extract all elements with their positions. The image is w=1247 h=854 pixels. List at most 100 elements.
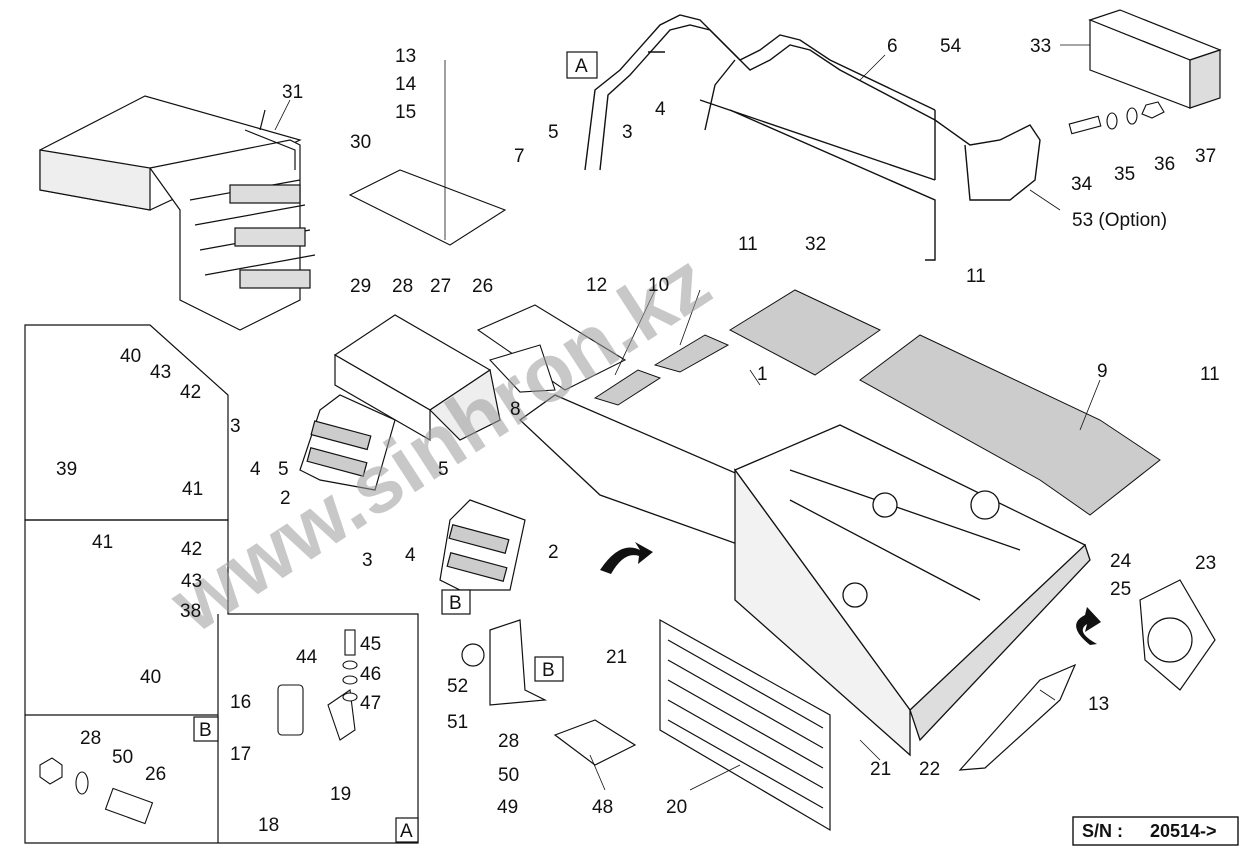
part-label: 23 (1195, 553, 1216, 574)
part-label: 47 (360, 693, 381, 714)
handrail-assembly (584, 14, 1041, 261)
part-label: 16 (230, 692, 251, 713)
detail-box-label: B (449, 593, 462, 614)
detail-box-label: B (199, 720, 212, 741)
end-panels (958, 579, 1216, 771)
detail-panels (24, 324, 419, 844)
part-label: 2 (548, 542, 559, 563)
part-label: 13 (1088, 694, 1109, 715)
part-label: 54 (940, 36, 962, 57)
detail-box-label: A (400, 821, 413, 842)
part-label: 31 (282, 82, 303, 103)
part-label: 18 (258, 815, 279, 836)
direction-arrows (600, 542, 1101, 645)
part-label: 50 (498, 765, 519, 786)
part-label: 52 (447, 676, 468, 697)
part-label: 13 (395, 46, 416, 67)
part-label: 3 (622, 122, 633, 143)
part-label: 26 (472, 276, 493, 297)
detail-box-label: B (542, 660, 555, 681)
part-label: 33 (1030, 36, 1051, 57)
part-label: 45 (360, 634, 381, 655)
grating-panels (593, 289, 1161, 516)
louver-panel (659, 618, 831, 832)
part-label: 41 (182, 479, 203, 500)
part-label: 5 (548, 122, 559, 143)
part-label: 40 (140, 667, 161, 688)
part-label: 5 (278, 459, 289, 480)
serial-number-box: S/N : 20514-> (1072, 816, 1239, 846)
part-label: 11 (966, 266, 986, 287)
part-label: 40 (120, 346, 141, 367)
main-frame (518, 394, 1091, 757)
detail-box-b-left: B (441, 589, 471, 615)
part-label: 28 (392, 276, 413, 297)
staircase-assembly (39, 95, 316, 331)
part-label: 30 (350, 132, 371, 153)
part-label: 26 (145, 764, 166, 785)
part-label: 28 (498, 731, 519, 752)
part-label: 42 (180, 382, 201, 403)
fastener-set-34-37 (1068, 101, 1165, 135)
part-label: 4 (655, 99, 666, 120)
detail-box-a-panel: A (395, 817, 419, 843)
part-label: 1 (757, 364, 768, 385)
part-label: 8 (510, 399, 521, 420)
part-label: 36 (1154, 154, 1175, 175)
part-label: 27 (430, 276, 451, 297)
part-label: 38 (180, 601, 201, 622)
part-label: 46 (360, 664, 381, 685)
leader-lines (274, 44, 1101, 791)
part-label: 37 (1195, 146, 1216, 167)
part-label: 15 (395, 102, 416, 123)
part-label: 50 (112, 747, 133, 768)
part-label: 44 (296, 647, 318, 668)
detail-box-a-top: A (566, 51, 598, 79)
detail-b-parts (39, 757, 154, 825)
part-label: 3 (230, 416, 241, 437)
part-label: 12 (586, 275, 607, 296)
part-label: 21 (606, 647, 627, 668)
part-label: 42 (181, 539, 202, 560)
part-label: 29 (350, 276, 371, 297)
part-label: 28 (80, 728, 101, 749)
part-label: 9 (1097, 361, 1108, 382)
steps-2 (299, 394, 526, 591)
part-label: 17 (230, 744, 251, 765)
part-label: 51 (447, 712, 468, 733)
part-label: 34 (1071, 174, 1093, 195)
detail-box-b-panel: B (193, 716, 219, 742)
part-label: 22 (919, 759, 940, 780)
detail-a-parts (277, 629, 358, 741)
part-label: 19 (330, 784, 351, 805)
part-label: 25 (1110, 579, 1131, 600)
part-label: 32 (805, 234, 826, 255)
part-label: 11 (1200, 364, 1220, 385)
part-label: 21 (870, 759, 891, 780)
cover-plates (348, 169, 627, 393)
part-label: 4 (250, 459, 261, 480)
part-label: 43 (181, 571, 202, 592)
part-label: 43 (150, 362, 171, 383)
serial-prefix: S/N : (1082, 821, 1123, 841)
part-label: 39 (56, 459, 77, 480)
part-label: 41 (92, 532, 113, 553)
step-box (333, 314, 501, 442)
part-label: 11 (738, 234, 758, 255)
part-label: 14 (395, 74, 417, 95)
serial-value: 20514-> (1150, 821, 1217, 841)
detail-box-label: A (575, 56, 588, 77)
part-label: 20 (666, 797, 687, 818)
option-note: 53 (Option) (1072, 210, 1167, 231)
part-label: 2 (280, 488, 291, 509)
part-label: 35 (1114, 164, 1135, 185)
part-label: 3 (362, 550, 373, 571)
toolbox (1088, 9, 1222, 109)
part-label: 6 (887, 36, 898, 57)
part-label: 48 (592, 797, 613, 818)
part-label: 4 (405, 545, 416, 566)
detail-box-b-right: B (534, 656, 564, 682)
part-label: 10 (648, 275, 669, 296)
